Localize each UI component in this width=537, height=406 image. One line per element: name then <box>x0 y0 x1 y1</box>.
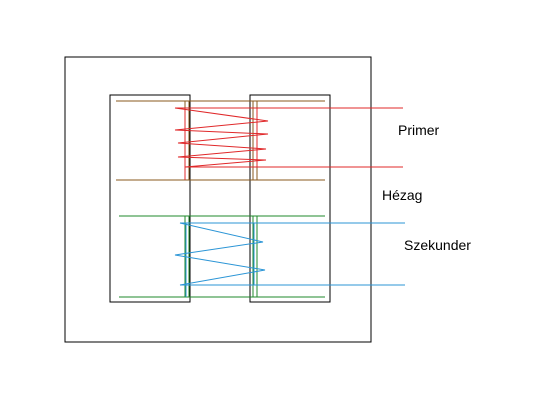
primary-coil-former <box>116 100 325 181</box>
primary-winding-zigzag <box>174 107 403 168</box>
secondary-winding <box>174 222 405 297</box>
primary-winding <box>174 107 403 180</box>
secondary-label: Szekunder <box>404 237 471 253</box>
primary-label: Primer <box>398 122 440 138</box>
core-right-leg-window <box>249 94 331 303</box>
gap-label: Hézag <box>382 187 423 203</box>
transformer-core <box>64 56 372 343</box>
secondary-winding-zigzag <box>174 222 405 286</box>
core-left-leg-window <box>109 94 191 303</box>
core-outer-frame <box>64 56 372 343</box>
